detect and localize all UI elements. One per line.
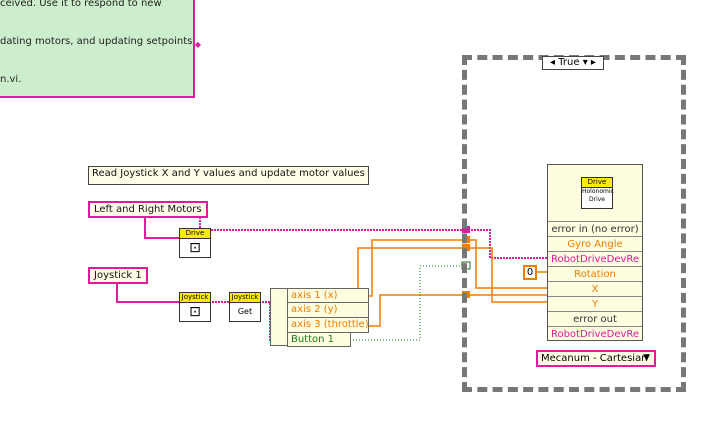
wire-case-y xyxy=(465,247,549,303)
drive-icon-header: Drive xyxy=(582,178,612,188)
button-1-terminal[interactable]: Button 1 xyxy=(287,332,351,347)
wire-case-x xyxy=(465,239,549,289)
unbundle-node[interactable] xyxy=(270,288,288,346)
joystick-ref-get-vi[interactable]: Joystick ⊡ xyxy=(179,292,211,322)
terminal-robot-drive-out[interactable]: RobotDriveDevRe xyxy=(548,326,642,342)
drive-vi-glyph: ⊡ xyxy=(189,240,201,256)
comment-box: ceived. Use it to respond to new dating … xyxy=(0,0,201,98)
case-selector-value: True xyxy=(558,57,580,68)
comment-line-2: dating motors, and updating setpoints xyxy=(0,36,193,47)
terminal-error-in[interactable]: error in (no error) xyxy=(548,221,642,237)
axis-1-terminal[interactable]: axis 1 (x) xyxy=(287,288,369,303)
terminal-rotation[interactable]: Rotation xyxy=(548,266,642,282)
wire-joystick xyxy=(116,280,180,303)
wire-axis1 xyxy=(368,239,465,297)
wire-axis2 xyxy=(357,247,465,312)
case-prev-icon[interactable]: ◂ xyxy=(550,57,556,68)
terminal-y[interactable]: Y xyxy=(548,296,642,312)
axis-3-terminal[interactable]: axis 3 (throttle) xyxy=(287,318,369,333)
holonomic-drive-icon: Drive Holonomic Drive xyxy=(581,177,614,209)
drive-mode-value: Mecanum - Cartesian xyxy=(541,353,648,364)
drive-vi-header: Drive xyxy=(180,229,210,239)
drive-icon-subtitle: Holonomic Drive xyxy=(582,188,614,203)
joystick-get-label: Get xyxy=(237,307,253,316)
rotation-constant[interactable]: 0 xyxy=(523,265,537,280)
drive-ref-get-vi[interactable]: Drive ⊡ xyxy=(179,228,211,258)
terminal-gyro-angle[interactable]: Gyro Angle xyxy=(548,236,642,252)
comment-line-3: n.vi. xyxy=(0,74,22,85)
joystick-1-control[interactable]: Joystick 1 xyxy=(88,267,148,284)
joystick-ref-header: Joystick xyxy=(180,293,210,303)
joystick-get-header: Joystick xyxy=(230,293,260,303)
terminal-x[interactable]: X xyxy=(548,281,642,297)
case-selector[interactable]: ◂ True ▾ ▸ xyxy=(542,56,604,70)
axis-2-terminal[interactable]: axis 2 (y) xyxy=(287,303,369,318)
chevron-down-icon[interactable]: ▾ xyxy=(582,57,588,68)
wire-motors-ref xyxy=(144,217,180,239)
drive-mode-enum[interactable]: Mecanum - Cartesian ▼ xyxy=(536,350,656,367)
chevron-down-icon[interactable]: ▼ xyxy=(643,353,650,363)
joystick-get-vi[interactable]: Joystick Get xyxy=(229,292,261,322)
wire-motors-node xyxy=(465,229,549,259)
comment-line-1: ceived. Use it to respond to new xyxy=(0,0,162,9)
left-right-motors-control[interactable]: Left and Right Motors xyxy=(88,201,208,218)
wire-axis3 xyxy=(368,294,465,327)
terminal-robot-drive-in[interactable]: RobotDriveDevRe xyxy=(548,251,642,267)
holonomic-drive-node[interactable]: Drive Holonomic Drive error in (no error… xyxy=(547,164,643,341)
read-joystick-label: Read Joystick X and Y values and update … xyxy=(88,166,369,185)
comment-connector-icon: ◆ xyxy=(194,40,201,49)
case-next-icon[interactable]: ▸ xyxy=(590,57,596,68)
joystick-ref-glyph: ⊡ xyxy=(189,304,201,320)
wire-motors-case xyxy=(199,208,465,231)
terminal-error-out[interactable]: error out xyxy=(548,311,642,327)
